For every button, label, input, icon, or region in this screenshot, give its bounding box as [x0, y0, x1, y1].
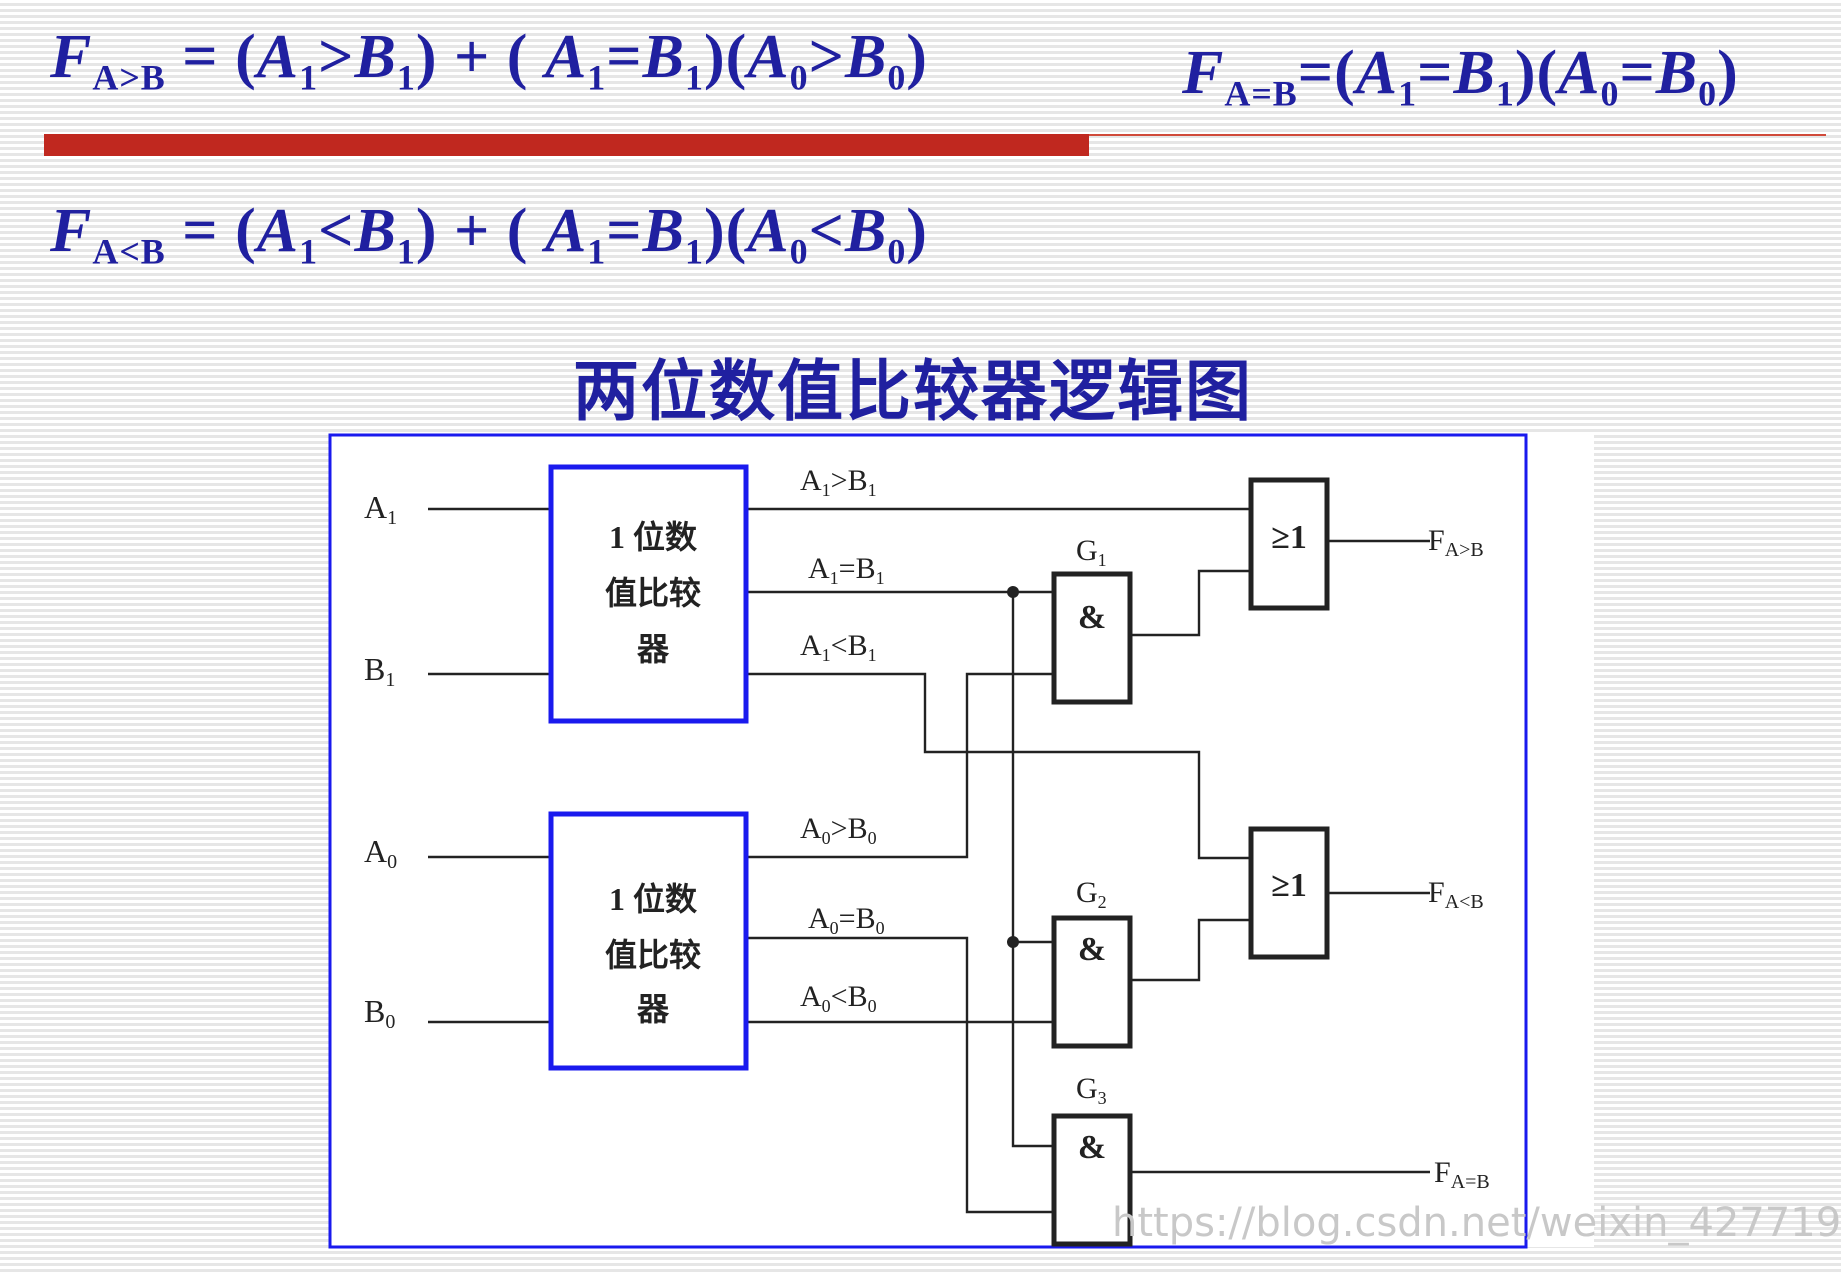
- comparator-0-line-3: 器: [636, 991, 670, 1027]
- input-label-a1: A1: [364, 489, 397, 529]
- output-label-a-eq-b: FA=B: [1434, 1156, 1490, 1193]
- and-gate-g2: [1051, 915, 1133, 1049]
- gate-label-g2: G2: [1076, 876, 1107, 912]
- and-gate-g1: [1051, 571, 1133, 705]
- signal-label-a0-lt-b0: A0<B0: [800, 980, 877, 1016]
- comparator-box-1: [548, 464, 749, 724]
- wire-vertical-bus: [1011, 592, 1054, 1148]
- signal-label-a1-gt-b1: A1>B1: [800, 464, 877, 500]
- wire-g1-out: [1130, 569, 1251, 637]
- and-gate-g2-symbol: &: [1078, 931, 1106, 968]
- and-gate-g3: [1051, 1113, 1133, 1247]
- accent-rule: [1089, 134, 1826, 136]
- output-label-a-gt-b: FA>B: [1428, 524, 1484, 561]
- formula-a-greater-b: FA>B = (A1>B1) + ( A1=B1)(A0>B0): [50, 23, 928, 98]
- signal-label-a1-eq-b1: A1=B1: [808, 552, 885, 588]
- comparator-1-line-2: 值比较: [605, 575, 701, 611]
- comparator-0-line-2: 值比较: [605, 937, 701, 973]
- gate-label-g3: G3: [1076, 1072, 1107, 1108]
- wire-g2-out: [1130, 918, 1251, 982]
- signal-label-a0-gt-b0: A0>B0: [800, 812, 877, 848]
- wire-a0-eq-b0: [746, 936, 1054, 1214]
- junction-dot-g2: [1007, 936, 1019, 948]
- diagram-title: 两位数值比较器逻辑图: [573, 353, 1253, 430]
- or-gate-mid: [1248, 826, 1330, 960]
- formula-a-less-b: FA<B = (A1<B1) + ( A1=B1)(A0<B0): [50, 197, 928, 272]
- comparator-1-line-1: 1 位数: [609, 519, 698, 555]
- comparator-0-line-1: 1 位数: [609, 881, 698, 917]
- and-gate-g1-symbol: &: [1078, 599, 1106, 636]
- gate-label-g1: G1: [1076, 534, 1107, 570]
- signal-label-a0-eq-b0: A0=B0: [808, 902, 885, 938]
- input-label-a0: A0: [364, 833, 397, 873]
- watermark: https://blog.csdn.net/weixin_427719: [1112, 1200, 1841, 1246]
- and-gate-g3-symbol: &: [1078, 1129, 1106, 1166]
- wires: [428, 507, 1430, 1214]
- junction-dot-g1: [1007, 586, 1019, 598]
- comparator-box-0: [548, 811, 749, 1071]
- input-label-b0: B0: [364, 993, 395, 1033]
- or-gate-top-symbol: ≥1: [1271, 519, 1307, 556]
- comparator-0-label: 1 位数 值比较 器: [605, 881, 701, 1027]
- output-label-a-lt-b: FA<B: [1428, 876, 1484, 913]
- formula-a-equal-b: FA=B=(A1=B1)(A0=B0): [1182, 39, 1739, 114]
- or-gate-mid-symbol: ≥1: [1271, 867, 1307, 904]
- accent-bar: [44, 134, 1089, 156]
- signal-label-a1-lt-b1: A1<B1: [800, 629, 877, 665]
- diagram-frame: [328, 433, 1528, 1249]
- comparator-1-line-3: 器: [636, 631, 670, 667]
- comparator-1-label: 1 位数 值比较 器: [605, 519, 701, 667]
- or-gate-top: [1248, 477, 1330, 611]
- wire-a0-gt-b0: [746, 672, 1054, 859]
- diagram-background: [330, 433, 1594, 1247]
- input-label-b1: B1: [364, 651, 395, 691]
- wire-a1-lt-b1: [746, 672, 1251, 860]
